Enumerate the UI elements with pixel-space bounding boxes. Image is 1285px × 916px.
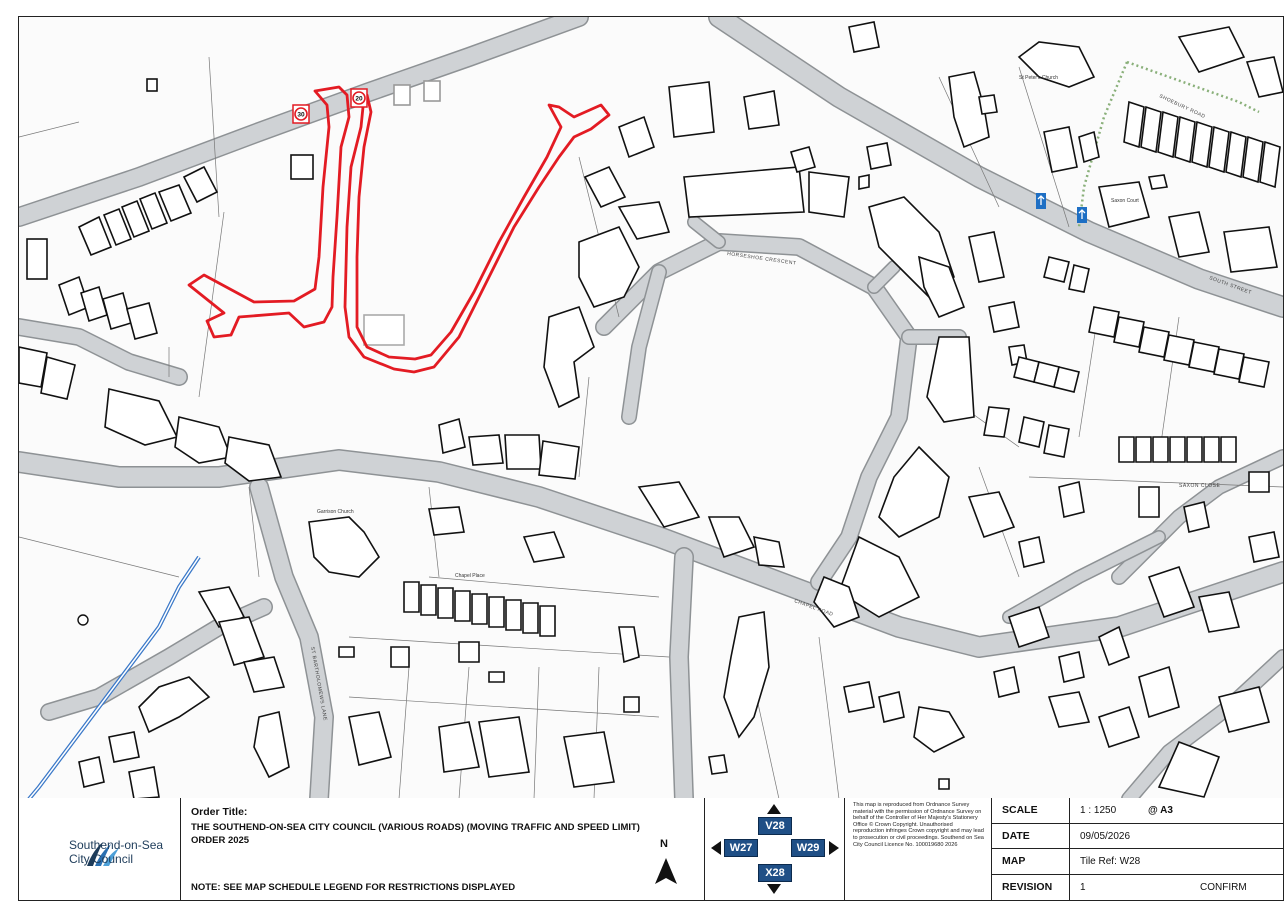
logo-name-line1: Southend-on-Sea [69, 838, 164, 852]
map-frame: 30 20 St Peter's Church Saxon Court Garr… [18, 16, 1284, 800]
copyright-text: This map is reproduced from Ordnance Sur… [853, 802, 984, 848]
council-logo [87, 842, 119, 866]
tile-right-button[interactable]: W29 [791, 839, 825, 857]
tile-left-button[interactable]: W27 [724, 839, 758, 857]
scheme-boundary [187, 85, 611, 374]
map-label-garrison-church: Garrison Church [317, 509, 354, 515]
tile-navigation: V28 W27 W29 X28 [705, 798, 845, 900]
map-label-saxon-court: Saxon Court [1111, 198, 1139, 204]
date-row: DATE 09/05/2026 [992, 823, 1283, 849]
map-label-st-peters-church: St Peter's Church [1019, 75, 1058, 81]
order-title-label: Order Title: [191, 806, 248, 818]
buildings [19, 21, 1283, 799]
logo-cell: Southend-on-Sea City Council [19, 798, 181, 900]
revision-row: REVISION 1 CONFIRM [992, 874, 1283, 900]
map-label-chapel-place: Chapel Place [455, 573, 485, 579]
down-arrow-icon[interactable] [767, 884, 781, 894]
tile-up-button[interactable]: V28 [758, 817, 792, 835]
map-label-saxon-close: SAXON CLOSE [1179, 483, 1221, 489]
copyright-cell: This map is reproduced from Ordnance Sur… [845, 798, 992, 900]
logo-name-line2: City Council [69, 852, 134, 866]
title-block: Southend-on-Sea City Council Order Title… [18, 798, 1284, 901]
info-cell: SCALE 1 : 1250 @ A3 DATE 09/05/2026 MAP … [992, 798, 1283, 900]
revision-value: 1 [1080, 881, 1086, 893]
paper-size: @ A3 [1148, 805, 1173, 816]
speed-limit-20-sign: 20 [355, 96, 363, 103]
order-note: NOTE: SEE MAP SCHEDULE LEGEND FOR RESTRI… [191, 882, 516, 893]
tile-down-button[interactable]: X28 [758, 864, 792, 882]
north-arrow-icon [655, 858, 677, 884]
speed-limit-30-sign: 30 [297, 112, 305, 119]
order-title-text: THE SOUTHEND-ON-SEA CITY COUNCIL (VARIOU… [191, 822, 640, 846]
map-row: MAP Tile Ref: W28 [992, 849, 1283, 875]
scale-label: SCALE [992, 798, 1070, 823]
date-label: DATE [992, 823, 1070, 848]
right-arrow-icon[interactable] [829, 841, 839, 855]
parking-markers [1036, 193, 1087, 223]
date-value: 09/05/2026 [1080, 830, 1131, 842]
north-label: N [660, 838, 668, 850]
map-label: MAP [992, 849, 1070, 874]
scale-row: SCALE 1 : 1250 @ A3 [992, 798, 1283, 824]
scale-value: 1 : 1250 [1080, 805, 1117, 816]
map-canvas: 30 20 St Peter's Church Saxon Court Garr… [19, 17, 1283, 799]
up-arrow-icon[interactable] [767, 804, 781, 814]
map-tile-ref: Tile Ref: W28 [1080, 856, 1141, 867]
order-title-cell: Order Title: THE SOUTHEND-ON-SEA CITY CO… [181, 798, 705, 900]
revision-label: REVISION [992, 874, 1070, 900]
status-text: CONFIRM [1200, 881, 1247, 893]
speed-limit-signs: 30 20 [292, 88, 368, 124]
left-arrow-icon[interactable] [711, 841, 721, 855]
